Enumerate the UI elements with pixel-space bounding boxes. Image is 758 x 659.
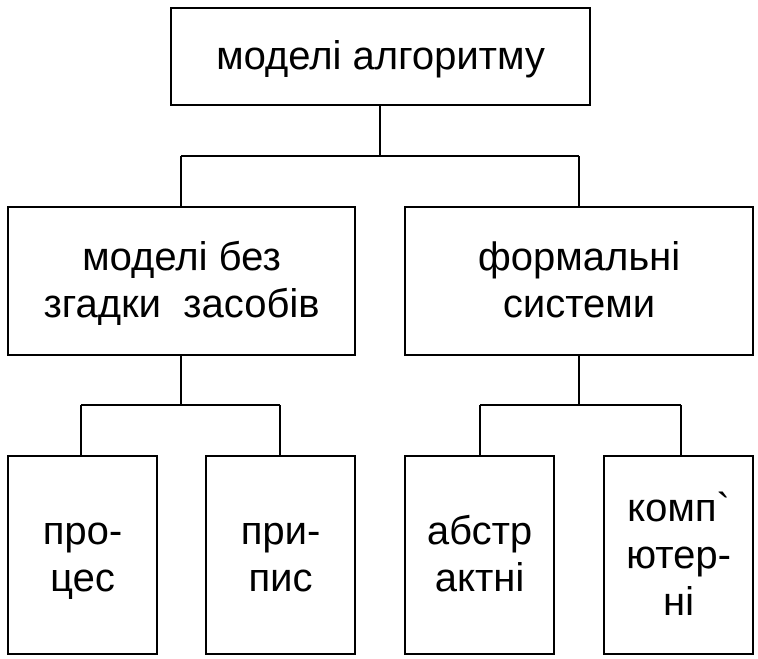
node-computer: комп` ютер- ні bbox=[603, 455, 754, 655]
node-formal-systems-line-2: системи bbox=[502, 282, 656, 326]
node-process-line-2: цес bbox=[50, 556, 115, 600]
node-models-without-means-line-2: згадки засобів bbox=[43, 282, 320, 326]
node-prescription-line-2: пис bbox=[248, 556, 313, 600]
node-formal-systems-line-1: формальні bbox=[477, 235, 681, 279]
node-abstract-line-1: абстр bbox=[426, 509, 533, 553]
node-models-without-means-line-1: моделі без bbox=[82, 235, 281, 279]
node-computer-line-1: комп` bbox=[627, 485, 730, 530]
node-computer-line-3: ні bbox=[663, 579, 694, 624]
node-prescription: при- пис bbox=[205, 455, 356, 655]
node-process-line-1: про- bbox=[42, 509, 123, 553]
node-root-line-1: моделі алгоритму bbox=[216, 34, 545, 78]
node-root: моделі алгоритму bbox=[170, 7, 591, 106]
node-abstract-line-2: актні bbox=[434, 556, 525, 600]
node-computer-line-2: ютер- bbox=[626, 532, 731, 577]
node-abstract: абстр актні bbox=[404, 455, 555, 655]
node-formal-systems: формальні системи bbox=[404, 206, 754, 356]
node-process: про- цес bbox=[7, 455, 158, 655]
node-models-without-means: моделі без згадки засобів bbox=[7, 206, 356, 356]
node-prescription-line-1: при- bbox=[240, 509, 321, 553]
